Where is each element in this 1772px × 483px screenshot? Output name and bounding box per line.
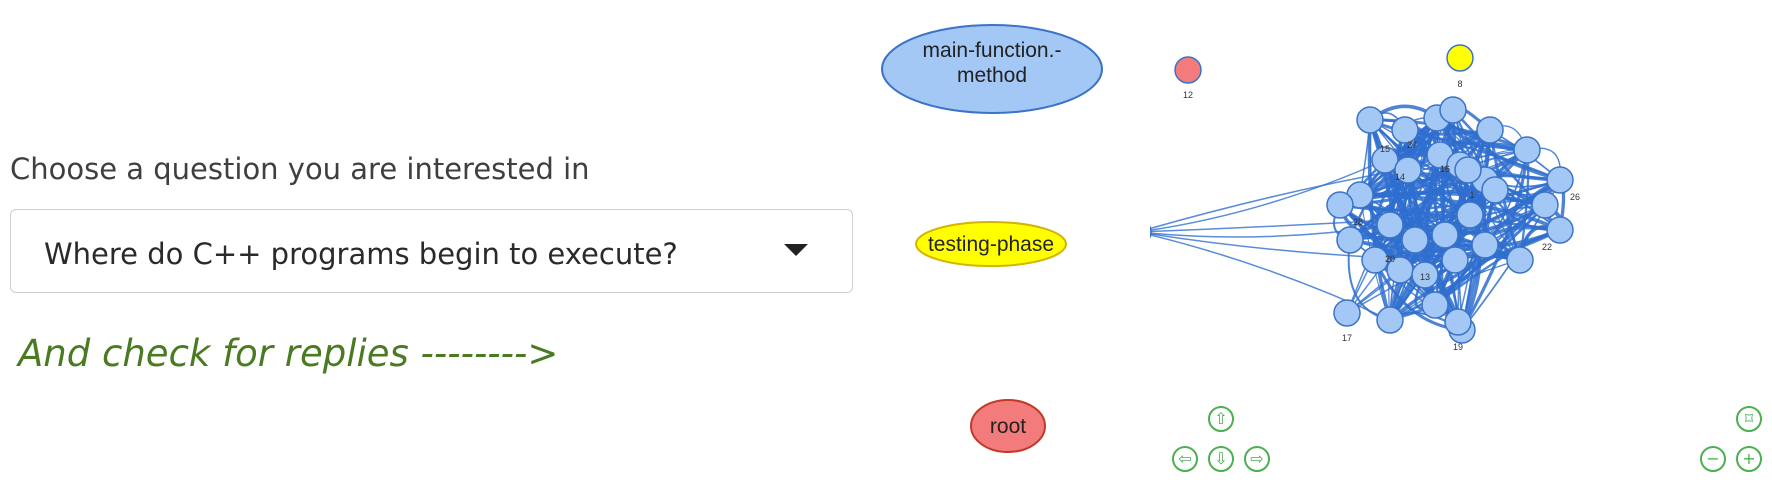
legend-label-root: root	[990, 415, 1026, 438]
graph-edge	[1349, 179, 1561, 241]
graph-node-label: 15	[1380, 144, 1390, 154]
zoom-out-button[interactable]: −	[1700, 446, 1726, 472]
graph-node[interactable]	[1481, 176, 1509, 204]
legend-main-function-method: main-function.- method	[881, 24, 1103, 114]
legend-label-main-function-line2: method	[957, 64, 1027, 87]
arrow-left-icon: ⇦	[1178, 449, 1192, 468]
legend-node-main-function	[881, 24, 1103, 114]
graph-node-label: 14	[1395, 172, 1405, 182]
graph-node-label: 8	[1457, 79, 1462, 89]
graph-node[interactable]	[1401, 226, 1429, 254]
graph-node[interactable]	[1394, 156, 1422, 184]
graph-node[interactable]	[1326, 191, 1354, 219]
question-select-value: Where do C++ programs begin to execute?	[44, 237, 678, 271]
graph-node[interactable]	[1174, 56, 1202, 84]
legend-node-root	[970, 399, 1046, 453]
graph-node-labels: 2417191262214152716201328128	[1183, 79, 1580, 352]
graph-node[interactable]	[1476, 116, 1504, 144]
graph-node-label: 27	[1407, 140, 1417, 150]
graph-node[interactable]	[1421, 291, 1449, 319]
graph-edge	[1346, 169, 1409, 314]
graph-node[interactable]	[1454, 156, 1482, 184]
graph-edge	[1150, 214, 1471, 233]
graph-node[interactable]	[1441, 246, 1469, 274]
graph-node[interactable]	[1456, 201, 1484, 229]
legend-testing-phase: testing-phase	[915, 221, 1067, 267]
network-graph[interactable]: 2417191262214152716201328128	[1150, 0, 1772, 483]
legend-root: root	[970, 399, 1046, 453]
legend-node-testing-phase	[915, 221, 1067, 267]
graph-node[interactable]	[1531, 191, 1559, 219]
graph-edge	[1346, 129, 1491, 314]
graph-node[interactable]	[1471, 231, 1499, 259]
graph-node[interactable]	[1506, 246, 1534, 274]
graph-node-label: 19	[1453, 342, 1463, 352]
zoom-in-icon: +	[1742, 449, 1756, 468]
zoom-fit-button[interactable]: ⌑	[1736, 406, 1762, 432]
graph-node-label: 13	[1420, 272, 1430, 282]
fit-screen-icon: ⌑	[1744, 409, 1754, 428]
graph-node-label: 1	[1469, 190, 1474, 200]
pan-up-button[interactable]: ⇧	[1208, 406, 1234, 432]
graph-edge	[1384, 141, 1528, 162]
graph-node-label: 26	[1570, 192, 1580, 202]
legend-label-testing-phase: testing-phase	[928, 233, 1054, 256]
graph-node[interactable]	[1391, 116, 1419, 144]
graph-node-label: 22	[1542, 242, 1552, 252]
graph-node[interactable]	[1446, 44, 1474, 72]
question-label: Choose a question you are interested in	[10, 152, 590, 186]
graph-edge	[1150, 233, 1456, 261]
pan-down-button[interactable]: ⇩	[1208, 446, 1234, 472]
graph-node-label: 28	[1353, 217, 1363, 227]
pan-right-button[interactable]: ⇨	[1244, 446, 1270, 472]
graph-node[interactable]	[1439, 96, 1467, 124]
graph-edge	[1150, 149, 1528, 230]
graph-node[interactable]	[1513, 136, 1541, 164]
zoom-out-icon: −	[1706, 449, 1720, 468]
graph-node[interactable]	[1336, 226, 1364, 254]
graph-edge	[1346, 109, 1454, 314]
graph-legend: main-function.- method testing-phase roo…	[881, 24, 1103, 453]
graph-node[interactable]	[1431, 221, 1459, 249]
graph-node[interactable]	[1546, 166, 1574, 194]
graph-node[interactable]	[1376, 211, 1404, 239]
question-select[interactable]: Where do C++ programs begin to execute?	[10, 209, 853, 293]
graph-node[interactable]	[1411, 261, 1439, 289]
arrow-right-icon: ⇨	[1250, 449, 1264, 468]
graph-node-label: 20	[1385, 254, 1395, 264]
graph-nodes[interactable]	[1150, 44, 1574, 344]
graph-node[interactable]	[1150, 219, 1152, 245]
graph-node-label: 12	[1183, 90, 1193, 100]
zoom-in-button[interactable]: +	[1736, 446, 1762, 472]
graph-node[interactable]	[1444, 308, 1472, 336]
graph-node-label: 17	[1342, 333, 1352, 343]
graph-edge	[1389, 259, 1521, 321]
graph-node[interactable]	[1361, 246, 1389, 274]
arrow-up-icon: ⇧	[1214, 409, 1228, 428]
legend-label-main-function-line1: main-function.-	[923, 39, 1062, 62]
graph-node[interactable]	[1356, 106, 1384, 134]
graph-node[interactable]	[1546, 216, 1574, 244]
chevron-down-icon[interactable]	[784, 244, 808, 256]
arrow-down-icon: ⇩	[1214, 449, 1228, 468]
graph-edge	[1150, 159, 1386, 232]
graph-node[interactable]	[1376, 306, 1404, 334]
graph-node-label: 16	[1440, 164, 1450, 174]
graph-edge	[1457, 164, 1461, 323]
graph-node[interactable]	[1371, 146, 1399, 174]
pan-left-button[interactable]: ⇦	[1172, 446, 1198, 472]
replies-hint: And check for replies -------->	[18, 332, 559, 375]
graph-node[interactable]	[1333, 299, 1361, 327]
